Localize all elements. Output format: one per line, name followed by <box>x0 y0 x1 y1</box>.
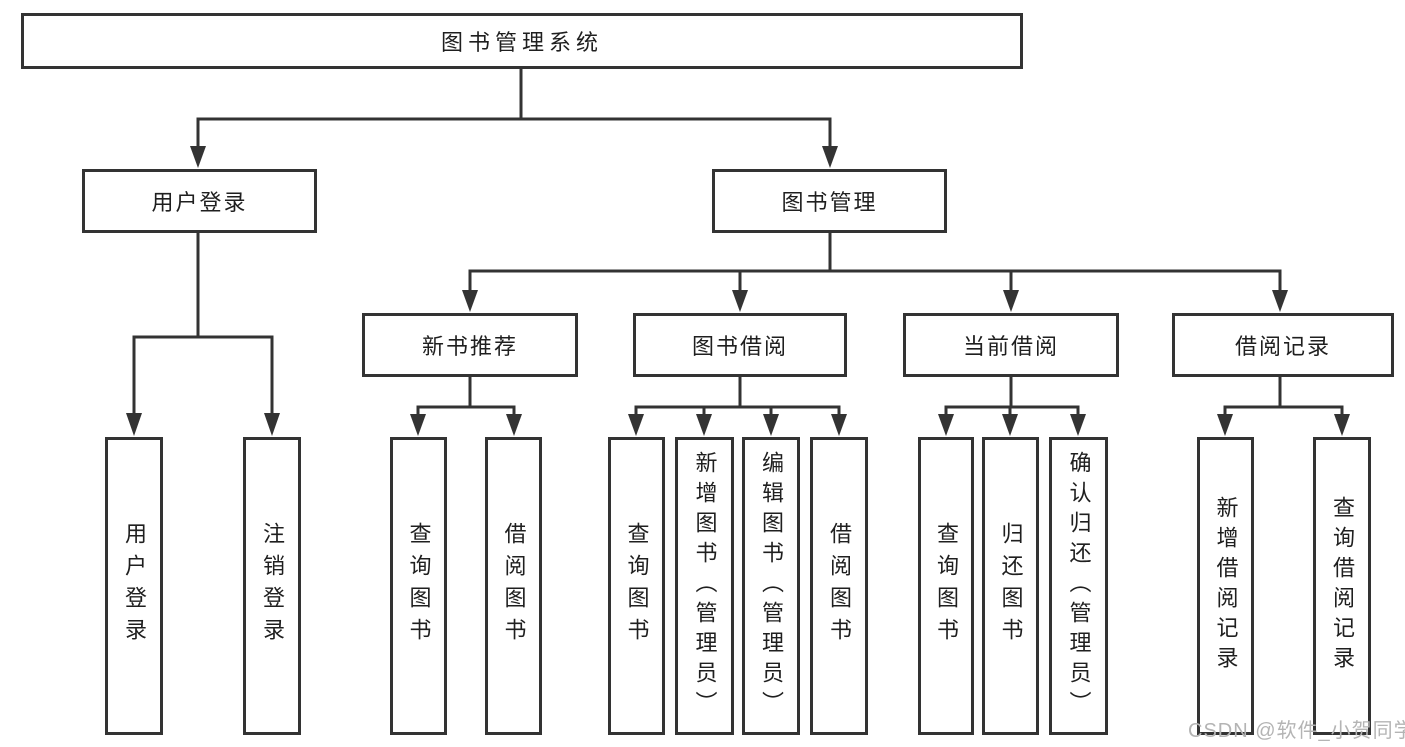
node-label: 新增图书（管理员） <box>692 451 718 721</box>
node-label: 图书借阅 <box>691 334 788 359</box>
leaf-add-borrow-record: 新增借阅记录 <box>1197 437 1254 735</box>
node-label: 用户登录 <box>122 522 147 650</box>
node-book-borrowing: 图书借阅 <box>633 313 847 377</box>
node-label: 注销登录 <box>260 522 285 650</box>
node-label: 图书管理 <box>781 190 878 215</box>
leaf-borrow-books-2: 借阅图书 <box>810 437 868 735</box>
node-label: 查询图书 <box>934 522 959 650</box>
node-label: 查询借阅记录 <box>1330 496 1355 676</box>
csdn-watermark: CSDN @软件_小贺同学 <box>1188 720 1405 742</box>
edge-user-login-to-leaves <box>126 233 280 436</box>
node-current-borrowing: 当前借阅 <box>903 313 1119 377</box>
edge-root-to-level2 <box>190 67 838 168</box>
leaf-logout: 注销登录 <box>243 437 301 735</box>
leaf-query-books-3: 查询图书 <box>918 437 974 735</box>
node-label: 查询图书 <box>624 522 650 650</box>
leaf-return-book: 归还图书 <box>982 437 1039 735</box>
leaf-query-books-2: 查询图书 <box>608 437 665 735</box>
node-label: 归还图书 <box>998 522 1024 650</box>
node-label: 借阅图书 <box>827 522 852 650</box>
edge-book-mgmt-to-level3 <box>462 233 1288 312</box>
node-library-management-system: 图书管理系统 <box>21 13 1023 69</box>
leaf-query-borrow-record: 查询借阅记录 <box>1313 437 1371 735</box>
node-new-book-recommend: 新书推荐 <box>362 313 578 377</box>
node-borrowing-records: 借阅记录 <box>1172 313 1394 377</box>
edge-new-book-to-leaves <box>410 377 522 436</box>
node-label: 借阅记录 <box>1234 334 1331 359</box>
edge-book-borrow-to-leaves <box>628 377 847 436</box>
node-label: 确认归还（管理员） <box>1066 451 1092 721</box>
leaf-confirm-return-admin: 确认归还（管理员） <box>1049 437 1108 735</box>
leaf-borrow-books-1: 借阅图书 <box>485 437 542 735</box>
node-label: 图书管理系统 <box>440 30 603 55</box>
node-label: 编辑图书（管理员） <box>759 451 784 721</box>
node-book-management: 图书管理 <box>712 169 947 233</box>
node-label: 当前借阅 <box>962 334 1059 359</box>
node-label: 查询图书 <box>406 522 432 650</box>
leaf-user-login: 用户登录 <box>105 437 163 735</box>
node-label: 新增借阅记录 <box>1213 496 1239 676</box>
node-label: 用户登录 <box>151 190 248 215</box>
leaf-query-books-1: 查询图书 <box>390 437 447 735</box>
node-label: 借阅图书 <box>501 522 527 650</box>
edge-borrow-record-to-leaves <box>1217 377 1350 436</box>
node-user-login: 用户登录 <box>82 169 317 233</box>
edge-current-borrow-to-leaves <box>938 377 1086 436</box>
node-label: 新书推荐 <box>421 334 518 359</box>
leaf-edit-book-admin: 编辑图书（管理员） <box>742 437 800 735</box>
leaf-add-book-admin: 新增图书（管理员） <box>675 437 734 735</box>
